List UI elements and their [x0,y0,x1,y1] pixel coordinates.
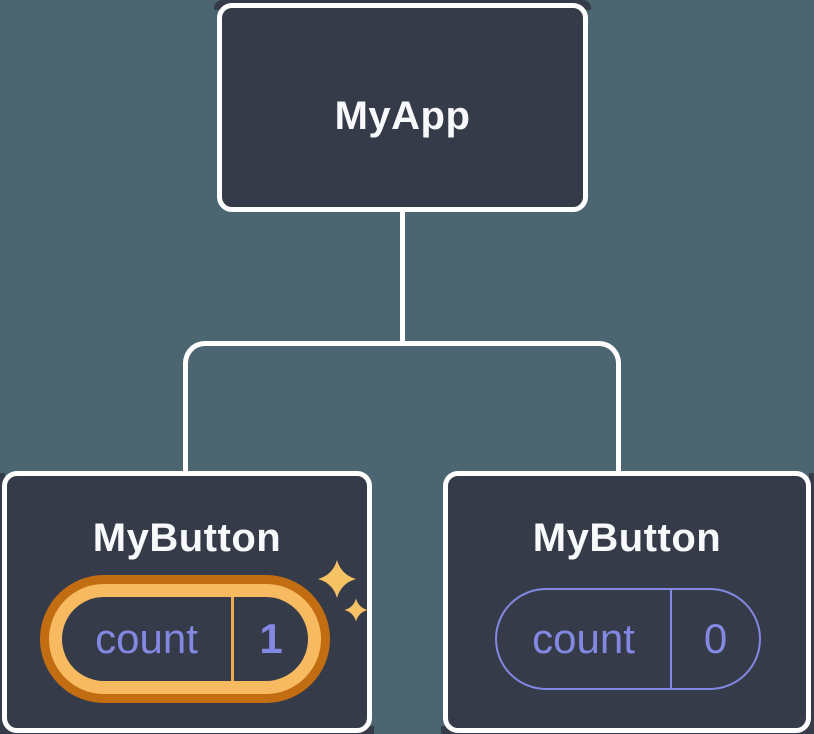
connector-branch [183,341,621,473]
state-pill-highlighted: count 1 [40,575,330,703]
state-key-label: count [95,615,198,662]
node-label: MyApp [334,94,471,138]
sparkle-icon [318,560,368,622]
node-label: MyButton [532,516,722,560]
state-pill-plain: count 0 [495,588,761,690]
component-node-mybutton-right: MyButton [443,471,811,733]
state-value: 0 [703,615,728,662]
component-node-myapp: MyApp [217,3,588,212]
state-pill-body: count 1 [62,597,308,681]
edge-bleed-right [809,473,814,734]
connector-stem [400,210,405,346]
state-key-label: count [532,615,635,662]
state-value: 1 [259,615,283,662]
state-pill-highlight-ring: count 1 [49,584,321,694]
node-label: MyButton [92,516,282,560]
